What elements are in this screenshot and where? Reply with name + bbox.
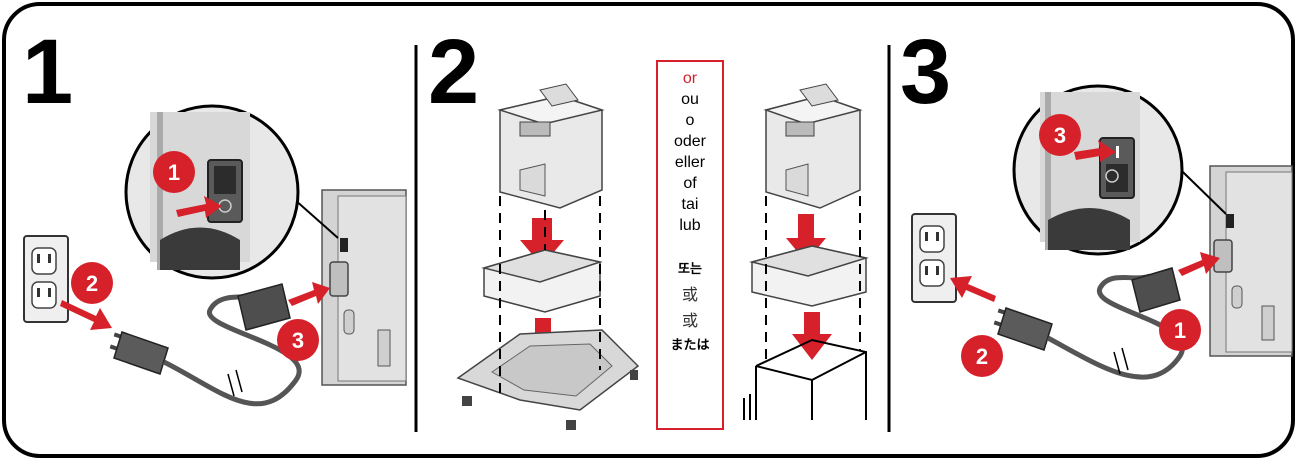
alignment-guides-left (499, 196, 601, 396)
wall-outlet-icon-3 (911, 213, 957, 303)
printer-side-icon (321, 189, 407, 386)
badge-p3-1: 1 (1159, 309, 1201, 351)
or-word-fr: ou (681, 91, 699, 108)
or-word-nl: of (683, 175, 697, 192)
badge-p1-2: 2 (71, 262, 113, 304)
or-word-zh-tw: 或 (681, 311, 698, 330)
tray-arrow-left-1 (520, 218, 564, 266)
alignment-guides-right (765, 196, 861, 360)
panel-2 (456, 83, 869, 430)
printer-side-icon-3 (1209, 165, 1293, 357)
svg-text:1: 1 (1174, 318, 1186, 343)
printer-icon-left (497, 83, 605, 209)
panel-1: 1 2 3 (23, 104, 407, 407)
outlet-arrow-3 (950, 276, 996, 302)
svg-text:3: 3 (1054, 123, 1066, 148)
switch-arrow (176, 196, 222, 218)
svg-text:3: 3 (292, 328, 304, 353)
or-word-pl: lub (679, 217, 701, 234)
or-word-ko: 또는 (678, 262, 702, 277)
optional-tray-icon-right (749, 245, 869, 307)
printer-stand-icon (743, 338, 867, 420)
badge-p3-2: 2 (961, 335, 1003, 377)
svg-text:2: 2 (86, 271, 98, 296)
badge-p3-3: 3 (1039, 114, 1081, 156)
power-plug-icon-3 (993, 307, 1053, 351)
panel-3: 3 1 2 (911, 84, 1293, 380)
outlet-arrow (60, 300, 112, 330)
cord-arrow (288, 282, 330, 306)
or-word-en: or (682, 70, 698, 87)
power-connector-icon (237, 283, 291, 331)
badge-p1-3: 3 (277, 319, 319, 361)
or-word-sv: eller (674, 154, 706, 171)
or-word-es: o (685, 112, 695, 129)
tray-arrow-right-2 (792, 312, 832, 360)
step-number-2: 2 (428, 21, 480, 123)
badge-p1-1: 1 (153, 151, 195, 193)
switch-arrow-3 (1074, 140, 1116, 162)
or-alternatives-box: or ou o oder eller of tai lub 또는 或 或 または (656, 60, 724, 430)
svg-text:2: 2 (976, 344, 988, 369)
power-plug-icon (109, 331, 169, 375)
or-word-ja: または (670, 338, 710, 353)
caster-base-icon (456, 329, 640, 430)
or-word-de: oder (673, 133, 707, 150)
step-number-3: 3 (900, 21, 952, 123)
printer-icon-right (763, 83, 863, 209)
cord-arrow-3 (1178, 252, 1220, 276)
power-connector-icon-3 (1131, 267, 1181, 313)
power-switch-zoom (124, 104, 339, 280)
svg-text:1: 1 (168, 160, 180, 185)
step-number-1: 1 (22, 21, 74, 123)
wall-outlet-icon (23, 235, 69, 323)
or-word-zh-cn: 或 (681, 285, 698, 304)
or-word-fi: tai (681, 196, 699, 213)
